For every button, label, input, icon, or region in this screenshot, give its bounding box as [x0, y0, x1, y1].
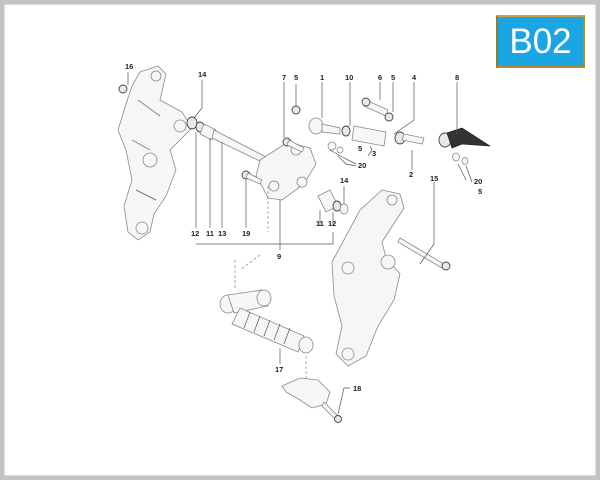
bushing-right — [317, 189, 349, 215]
callout-1: 1 — [320, 73, 324, 82]
callout-12: 12 — [328, 219, 336, 228]
tie-rod-assembly — [291, 97, 425, 154]
callout-14: 14 — [198, 70, 207, 79]
callout-8: 8 — [455, 73, 459, 82]
callout-11: 11 — [316, 219, 324, 228]
callout-7: 7 — [282, 73, 286, 82]
callout-5: 5 — [294, 73, 298, 82]
callout-13: 13 — [218, 229, 226, 238]
callout-14: 14 — [340, 176, 349, 185]
right-hanger-bracket — [331, 189, 405, 367]
callout-5: 5 — [478, 187, 482, 196]
bolt-15 — [397, 237, 451, 271]
callout-4: 4 — [412, 73, 417, 82]
callout-labels: 16 14 7 5 1 10 6 5 4 8 5 3 20 2 20 5 14 … — [125, 62, 482, 393]
callout-2: 2 — [409, 170, 413, 179]
callout-16: 16 — [125, 62, 133, 71]
callout-20: 20 — [474, 177, 482, 186]
callout-9: 9 — [277, 252, 281, 261]
callout-5: 5 — [358, 144, 362, 153]
callout-15: 15 — [430, 174, 438, 183]
rocker-link — [255, 141, 317, 201]
pivot-pin-assembly — [186, 116, 269, 165]
section-code-badge: B02 — [496, 15, 585, 68]
callout-6: 6 — [378, 73, 382, 82]
nut-16 — [118, 84, 128, 94]
callout-3: 3 — [372, 149, 376, 158]
left-hanger-bracket — [117, 65, 193, 241]
bolt-7 — [282, 137, 305, 153]
shock-mount-bracket-18 — [281, 377, 342, 423]
callout-10: 10 — [345, 73, 353, 82]
callout-19: 19 — [242, 229, 250, 238]
callout-12: 12 — [191, 229, 199, 238]
callout-17: 17 — [275, 365, 283, 374]
gear-lever-8 — [438, 127, 491, 165]
callout-18: 18 — [353, 384, 361, 393]
callout-11: 11 — [206, 229, 214, 238]
shock-absorber-17 — [219, 289, 314, 354]
leader-lines — [127, 72, 473, 415]
callout-20: 20 — [358, 161, 366, 170]
callout-5: 5 — [391, 73, 395, 82]
bolt-19 — [241, 170, 263, 185]
